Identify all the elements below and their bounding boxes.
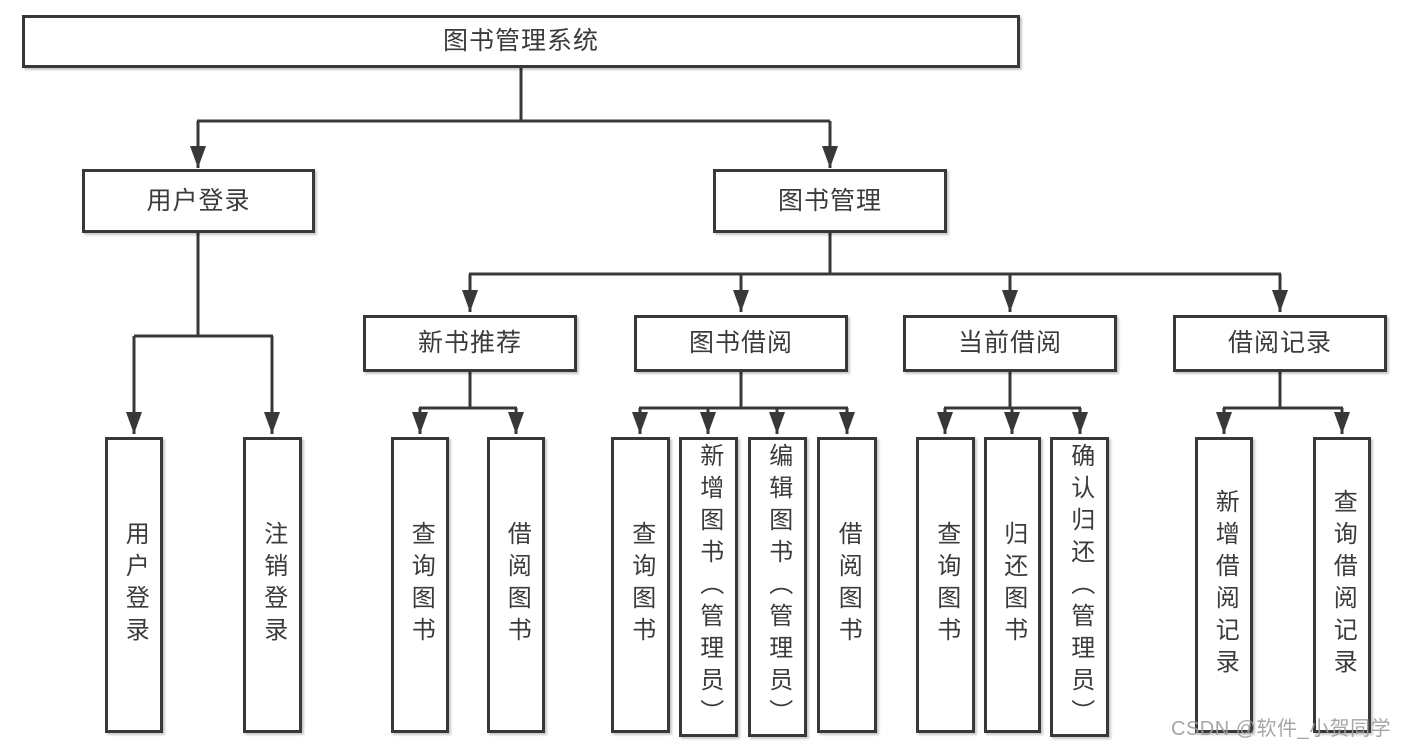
node-label: 注销登录 bbox=[259, 521, 287, 649]
node-library-management-system: 图书管理系统 bbox=[22, 15, 1020, 68]
csdn-watermark: CSDN @软件_小贺同学 bbox=[1171, 718, 1392, 740]
node-current-borrowing: 当前借阅 bbox=[903, 315, 1117, 372]
node-label: 新增图书（管理员） bbox=[695, 443, 723, 731]
node-book-borrowing: 图书借阅 bbox=[634, 315, 848, 372]
node-label: 图书管理系统 bbox=[442, 27, 599, 55]
node-label: 借阅图书 bbox=[503, 521, 531, 649]
node-leaf-return-books: 归还图书 bbox=[984, 437, 1041, 733]
node-label: 查询图书 bbox=[407, 521, 435, 649]
node-label: 编辑图书（管理员） bbox=[764, 443, 792, 731]
node-leaf-edit-books-admin: 编辑图书（管理员） bbox=[748, 437, 807, 737]
node-leaf-add-books-admin: 新增图书（管理员） bbox=[679, 437, 738, 737]
node-label: 借阅图书 bbox=[834, 521, 862, 649]
node-label: 用户登录 bbox=[121, 521, 149, 649]
node-leaf-add-borrow-record: 新增借阅记录 bbox=[1195, 437, 1253, 733]
node-label: 归还图书 bbox=[999, 521, 1027, 649]
node-label: 新增借阅记录 bbox=[1211, 489, 1239, 681]
node-label: 确认归还（管理员） bbox=[1066, 443, 1094, 731]
node-leaf-query-books-2: 查询图书 bbox=[611, 437, 670, 733]
node-leaf-confirm-return-admin: 确认归还（管理员） bbox=[1050, 437, 1109, 737]
node-borrow-records: 借阅记录 bbox=[1173, 315, 1387, 372]
node-label: 新书推荐 bbox=[417, 329, 522, 357]
node-leaf-user-login: 用户登录 bbox=[105, 437, 163, 733]
node-label: 查询借阅记录 bbox=[1329, 489, 1357, 681]
node-leaf-logout: 注销登录 bbox=[243, 437, 302, 733]
node-label: 图书借阅 bbox=[688, 329, 793, 357]
node-leaf-query-books-3: 查询图书 bbox=[916, 437, 975, 733]
node-new-book-recommend: 新书推荐 bbox=[363, 315, 577, 372]
node-user-login-module: 用户登录 bbox=[82, 169, 315, 233]
node-label: 图书管理 bbox=[777, 186, 882, 215]
node-leaf-query-books-1: 查询图书 bbox=[391, 437, 449, 733]
node-label: 查询图书 bbox=[627, 521, 655, 649]
node-label: 查询图书 bbox=[932, 521, 960, 649]
node-book-management-module: 图书管理 bbox=[713, 169, 947, 233]
node-label: 当前借阅 bbox=[957, 329, 1062, 357]
node-leaf-borrow-books-2: 借阅图书 bbox=[817, 437, 877, 733]
node-leaf-borrow-books-1: 借阅图书 bbox=[487, 437, 545, 733]
node-label: 借阅记录 bbox=[1227, 329, 1332, 357]
node-label: 用户登录 bbox=[146, 186, 251, 215]
node-leaf-query-borrow-record: 查询借阅记录 bbox=[1313, 437, 1371, 733]
